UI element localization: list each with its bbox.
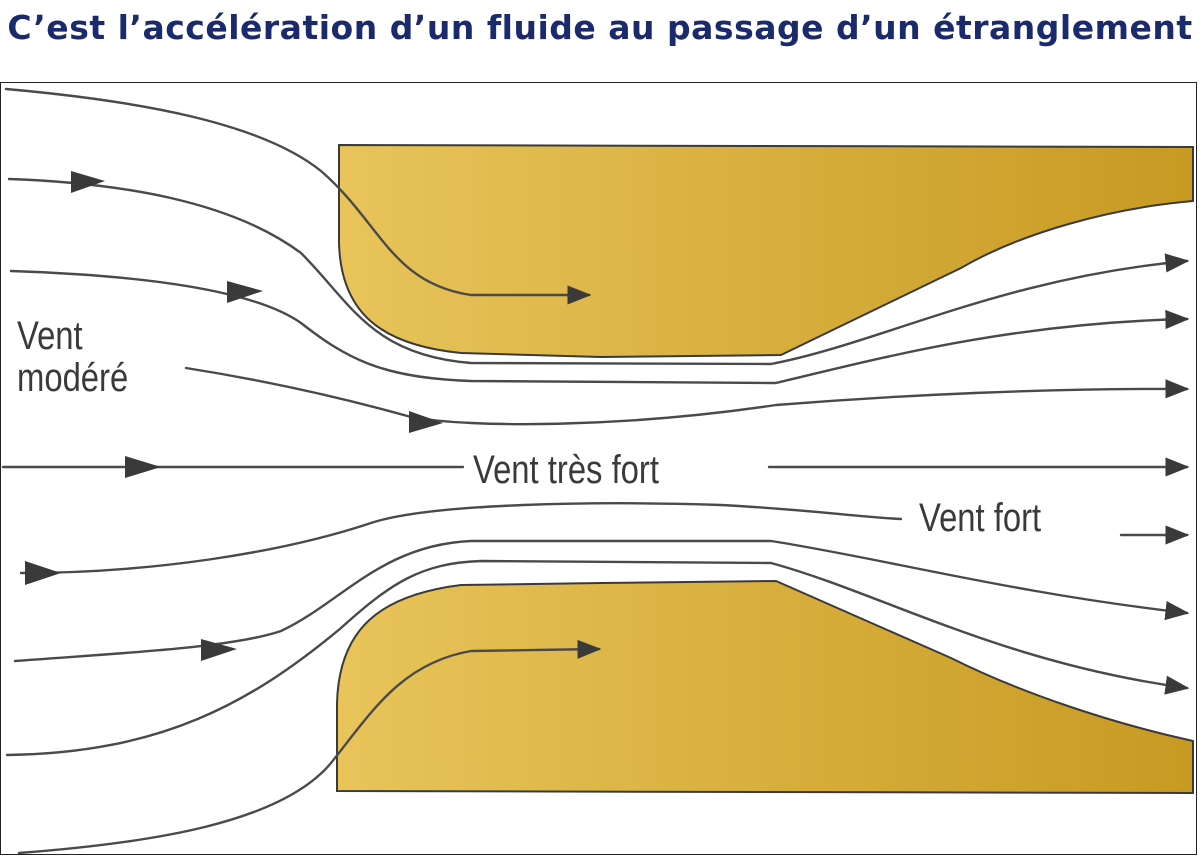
lower-relief xyxy=(336,579,1194,795)
arrow-head-1 xyxy=(71,171,105,193)
streamline-upper-outer xyxy=(4,87,592,305)
diagram-title: C’est l’accélération d’un fluide au pass… xyxy=(7,8,1193,47)
arrow-head-5 xyxy=(25,561,61,585)
arrow-head-3 xyxy=(409,411,443,433)
arrow-head-4 xyxy=(125,456,161,478)
streamline-top-3 xyxy=(184,366,1190,426)
diagram-frame: Vent modéré Vent très fort Vent fort xyxy=(0,82,1197,855)
label-strong-wind: Vent fort xyxy=(919,496,1042,540)
streamline-top-2 xyxy=(9,269,1190,385)
label-very-strong-wind: Vent très fort xyxy=(473,448,659,492)
flow-arrowheads xyxy=(25,171,443,661)
venturi-diagram xyxy=(1,87,1194,854)
arrow-head-6 xyxy=(201,639,237,661)
streamline-center-below xyxy=(19,502,903,575)
arrow-head-2 xyxy=(227,281,263,303)
upper-relief xyxy=(338,143,1194,359)
label-moderate-wind: Vent modéré xyxy=(17,315,128,399)
streamline-bottom-1 xyxy=(13,539,1190,663)
streamline-bottom-2 xyxy=(5,559,1190,757)
label-moderate-wind-line2: modéré xyxy=(17,356,129,400)
streamline-lower-outer xyxy=(17,639,602,854)
streamline-top-1 xyxy=(7,177,1190,366)
label-moderate-wind-line1: Vent xyxy=(17,314,83,358)
